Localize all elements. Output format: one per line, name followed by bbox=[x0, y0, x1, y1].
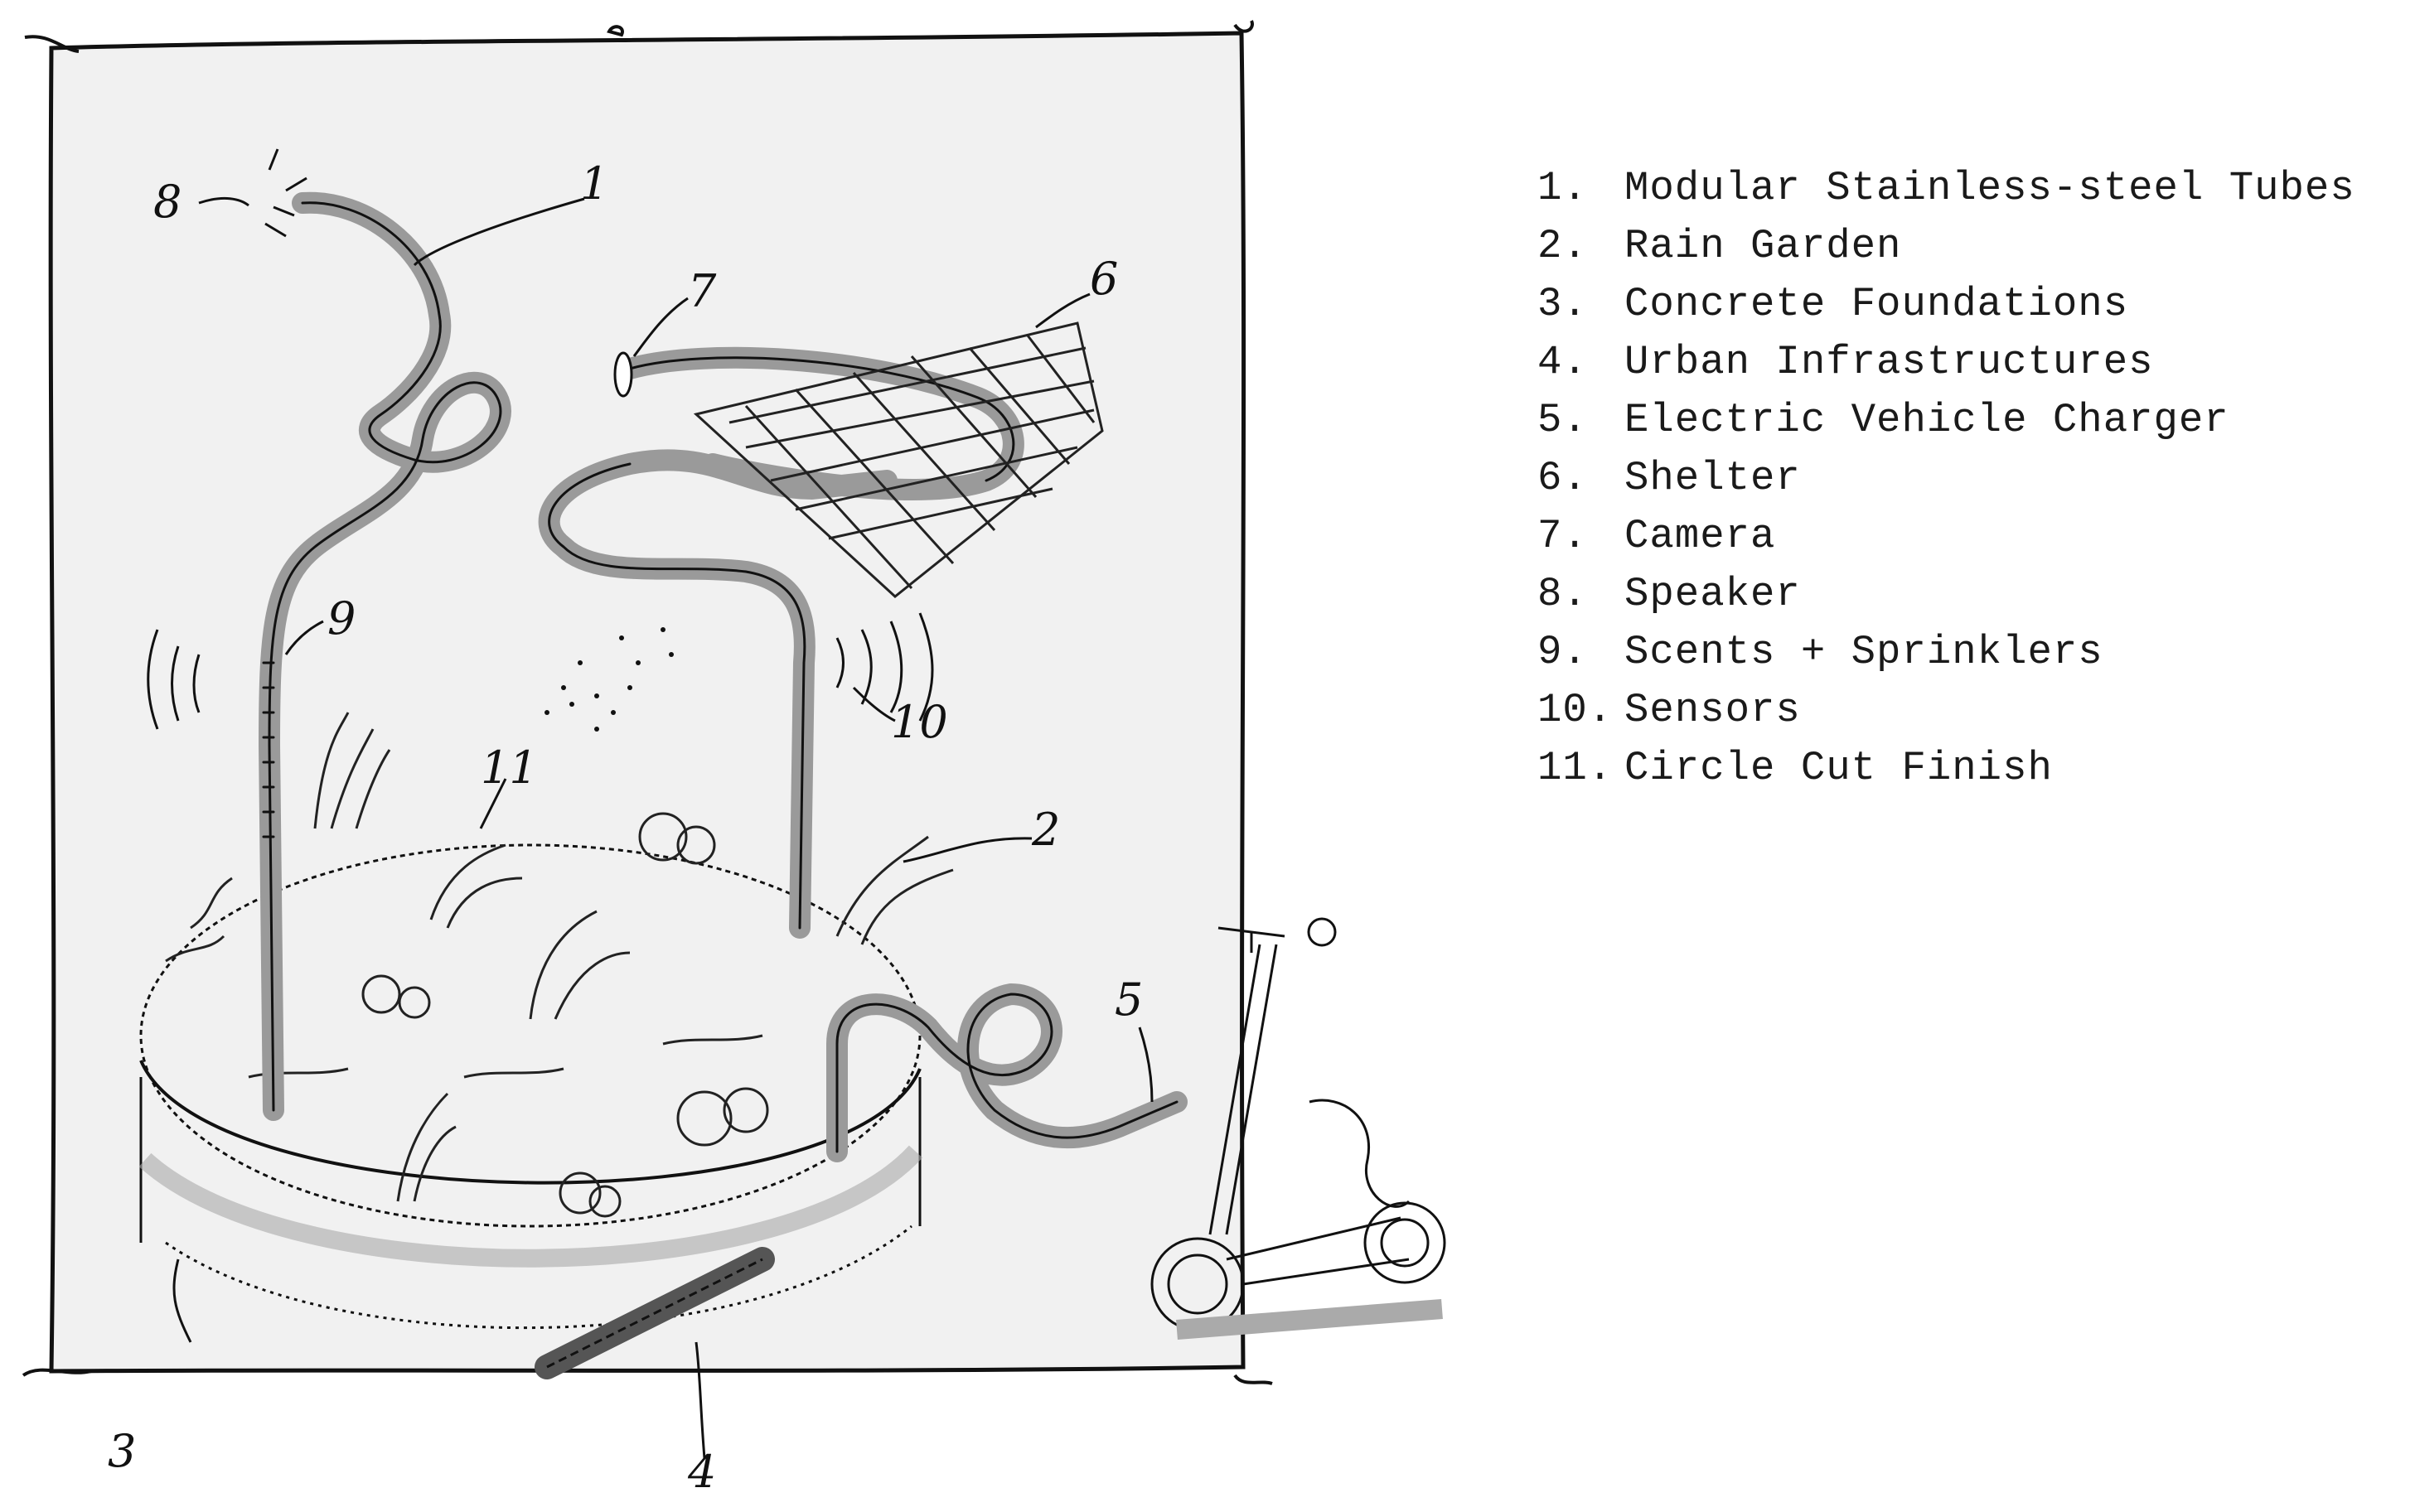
callout-10: 10 bbox=[891, 696, 948, 748]
legend-label: Urban Infrastructures bbox=[1624, 339, 2154, 385]
legend-label: Scents + Sprinklers bbox=[1624, 629, 2103, 675]
legend-item: 10.Sensors bbox=[1537, 681, 2355, 739]
legend-item: 4. Urban Infrastructures bbox=[1537, 333, 2355, 391]
legend-item: 3. Concrete Foundations bbox=[1537, 275, 2355, 333]
concrete-foundation bbox=[138, 843, 923, 1330]
frame-corner-marks bbox=[22, 20, 1273, 1385]
legend-number: 4. bbox=[1537, 339, 1588, 385]
callout-1: 1 bbox=[580, 157, 608, 210]
legend-number: 1. bbox=[1537, 165, 1588, 211]
sketch-illustration: 1 2 3 4 5 6 7 8 9 10 11 bbox=[22, 20, 1446, 1498]
callout-4: 4 bbox=[687, 1446, 716, 1498]
legend-label: Circle Cut Finish bbox=[1624, 745, 2053, 791]
legend-number: 3. bbox=[1537, 281, 1588, 327]
callout-5: 5 bbox=[1115, 973, 1143, 1026]
legend-label: Rain Garden bbox=[1624, 223, 1902, 269]
camera-icon bbox=[613, 351, 633, 398]
callout-8: 8 bbox=[153, 176, 182, 228]
legend-number: 8. bbox=[1537, 571, 1588, 617]
legend-number: 2. bbox=[1537, 223, 1588, 269]
legend-item: 5. Electric Vehicle Charger bbox=[1537, 391, 2355, 449]
callout-2: 2 bbox=[1031, 804, 1060, 856]
rain-garden-plants bbox=[165, 712, 954, 1218]
legend-label: Electric Vehicle Charger bbox=[1624, 397, 2229, 443]
callout-6: 6 bbox=[1090, 253, 1118, 305]
legend-number: 5. bbox=[1537, 397, 1588, 443]
legend-number: 6. bbox=[1537, 455, 1588, 501]
component-legend: 1. Modular Stainless-steel Tubes 2. Rain G… bbox=[1537, 159, 2355, 797]
legend-label: Speaker bbox=[1624, 571, 1801, 617]
legend-item: 9. Scents + Sprinklers bbox=[1537, 623, 2355, 681]
callout-9: 9 bbox=[327, 592, 356, 645]
callout-7: 7 bbox=[688, 265, 717, 317]
callout-11: 11 bbox=[481, 742, 538, 794]
shelter-net bbox=[693, 321, 1104, 598]
sensor-waves bbox=[835, 612, 934, 722]
legend-label: Shelter bbox=[1624, 455, 1801, 501]
legend-label: Camera bbox=[1624, 513, 1776, 559]
callout-numbers: 1 2 3 4 5 6 7 8 9 10 11 bbox=[108, 157, 1143, 1498]
legend-item: 2. Rain Garden bbox=[1537, 217, 2355, 275]
legend-item: 6. Shelter bbox=[1537, 449, 2355, 507]
legend-item: 7. Camera bbox=[1537, 507, 2355, 565]
legend-item: 11.Circle Cut Finish bbox=[1537, 739, 2355, 797]
legend-number: 7. bbox=[1537, 513, 1588, 559]
urban-infrastructure-pipe bbox=[535, 1247, 775, 1379]
speaker-sound-waves bbox=[264, 148, 307, 238]
legend-item: 1. Modular Stainless-steel Tubes bbox=[1537, 159, 2355, 217]
legend-number: 9. bbox=[1537, 629, 1588, 675]
legend-item: 8. Speaker bbox=[1537, 565, 2355, 623]
legend-label: Sensors bbox=[1624, 687, 1801, 733]
legend-number: 11. bbox=[1537, 745, 1614, 791]
scent-waves bbox=[147, 629, 201, 730]
legend-label: Concrete Foundations bbox=[1624, 281, 2129, 327]
legend-number: 10. bbox=[1537, 687, 1614, 733]
sprinkler-spray bbox=[544, 627, 674, 732]
modular-steel-tubes bbox=[259, 191, 1188, 1162]
callout-leader-lines bbox=[172, 197, 1154, 1459]
electric-scooter bbox=[1150, 917, 1446, 1340]
callout-3: 3 bbox=[108, 1425, 136, 1477]
sketch-frame bbox=[48, 31, 1246, 1374]
legend-label: Modular Stainless-steel Tubes bbox=[1624, 165, 2355, 211]
